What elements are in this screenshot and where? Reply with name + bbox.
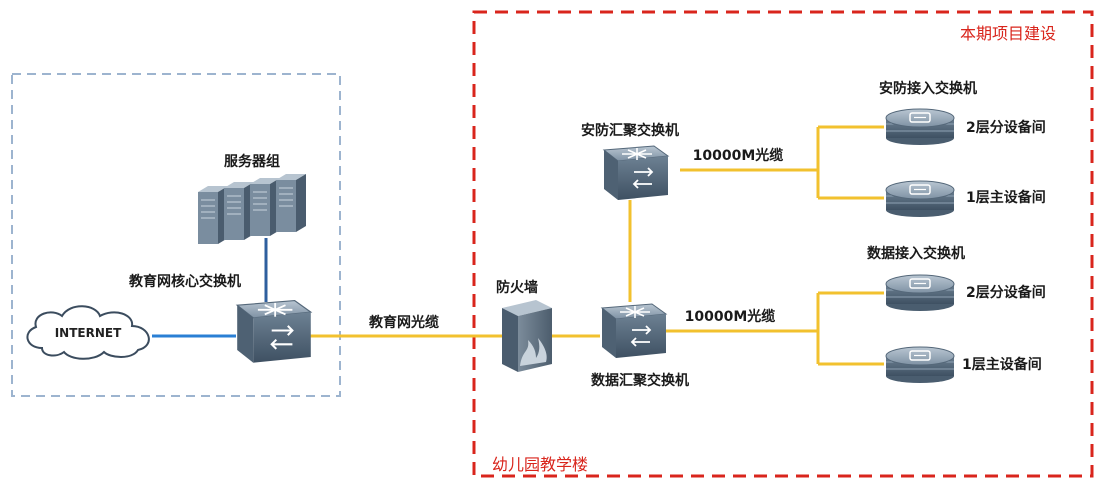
- data-access-group: 数据接入交换机 2层分设备间 1层主设备间: [867, 245, 1046, 384]
- sec-access-2f-label: 2层分设备间: [966, 119, 1046, 136]
- edu-fiber-label: 教育网光缆: [369, 314, 439, 331]
- server-group-label: 服务器组: [224, 153, 280, 170]
- firewall-icon: [502, 300, 552, 372]
- firewall-label: 防火墙: [496, 279, 538, 296]
- sec-access-switch-2f: 2层分设备间: [885, 108, 1046, 146]
- internet-label: INTERNET: [55, 326, 122, 340]
- data-fiber-label: 10000M光缆: [685, 308, 776, 325]
- building-region-label: 幼儿园教学楼: [492, 455, 588, 474]
- project-region-label: 本期项目建设: [960, 24, 1056, 43]
- sec-access-1f-label: 1层主设备间: [966, 189, 1046, 206]
- core-switch-label: 教育网核心交换机: [129, 273, 241, 290]
- sec-fiber-label: 10000M光缆: [693, 147, 784, 164]
- links: [152, 125, 884, 366]
- access-switch-icon: [885, 346, 955, 384]
- data-access-switch-2f: 2层分设备间: [885, 274, 1046, 312]
- data-access-switch-1f: 1层主设备间: [885, 346, 1042, 384]
- data-access-2f-label: 2层分设备间: [966, 284, 1046, 301]
- core-network-region: [11, 73, 341, 397]
- sec-access-switch-1f: 1层主设备间: [885, 180, 1046, 218]
- core-switch-node: 教育网核心交换机: [129, 273, 312, 364]
- data-agg-switch-node: 数据汇聚交换机: [591, 303, 689, 389]
- access-switch-icon: [885, 274, 955, 312]
- data-agg-switch-label: 数据汇聚交换机: [591, 372, 689, 389]
- firewall-node: 防火墙: [496, 279, 552, 372]
- sec-agg-switch-node: 安防汇聚交换机: [581, 122, 679, 201]
- sec-access-title: 安防接入交换机: [879, 80, 977, 97]
- data-access-1f-label: 1层主设备间: [962, 356, 1042, 373]
- data-access-title: 数据接入交换机: [867, 245, 965, 262]
- server-group-node: 服务器组: [197, 153, 307, 245]
- sec-agg-switch-icon: [603, 145, 669, 201]
- data-agg-switch-icon: [601, 303, 667, 359]
- core-switch-icon: [236, 299, 312, 364]
- cloud-icon: [26, 305, 150, 360]
- project-region: [472, 10, 1094, 478]
- internet-node: INTERNET: [26, 305, 150, 360]
- sec-agg-switch-label: 安防汇聚交换机: [581, 122, 679, 139]
- sec-access-group: 安防接入交换机 2层分设备间 1层主设备间: [879, 80, 1046, 218]
- server-rack-icon: [197, 173, 307, 245]
- access-switch-icon: [885, 180, 955, 218]
- access-switch-icon: [885, 108, 955, 146]
